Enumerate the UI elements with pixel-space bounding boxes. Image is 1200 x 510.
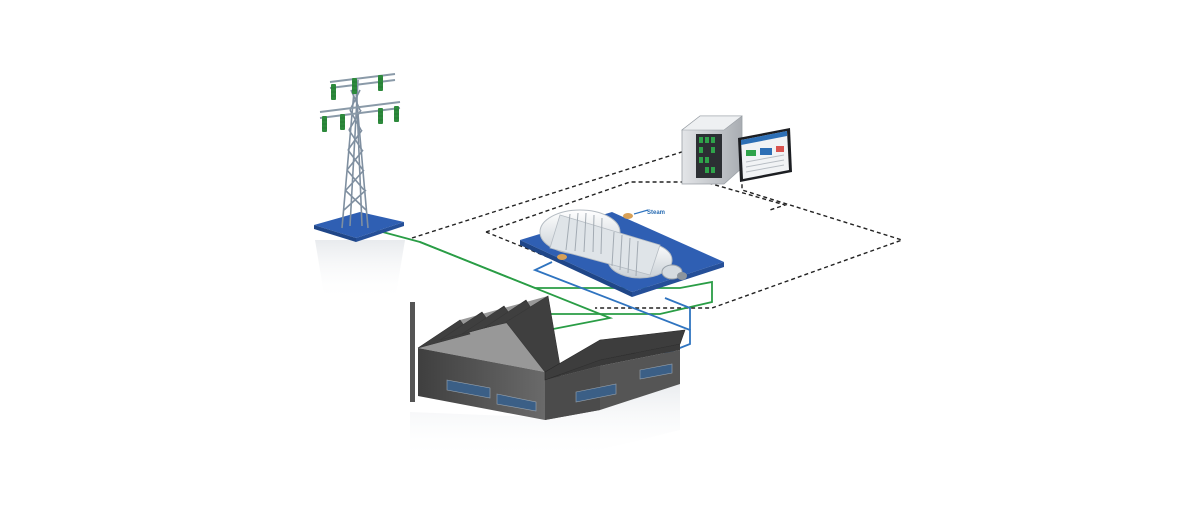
steam-lines <box>532 261 691 356</box>
industrial-plant <box>410 295 686 460</box>
grid-lines <box>374 229 713 331</box>
steam-label: Steam <box>647 210 665 216</box>
grid-line-branch <box>419 241 614 331</box>
steam-turbine: Steam <box>520 209 724 297</box>
steam-line-return <box>664 297 691 330</box>
transmission-tower <box>314 73 405 300</box>
steam-valves <box>557 213 633 260</box>
tower-reflection <box>315 240 405 300</box>
factory-windows <box>446 379 537 412</box>
hmi-display <box>738 128 792 182</box>
control-cabinet <box>681 115 743 185</box>
tower-base <box>314 212 404 238</box>
